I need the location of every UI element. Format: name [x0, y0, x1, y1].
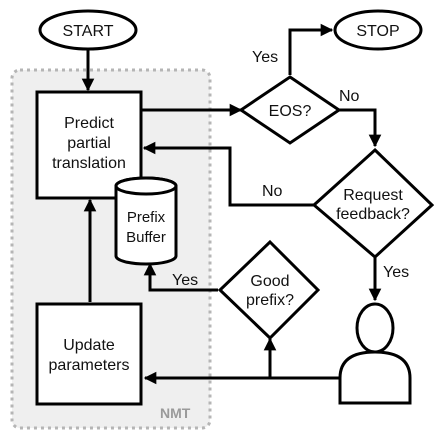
update-box [35, 302, 143, 406]
good-prefix-decision [217, 239, 321, 341]
update-label-line1: Update [63, 337, 115, 354]
good-prefix-yes-label: Yes [172, 272, 198, 289]
update-label-line2: parameters [49, 357, 130, 374]
start-node [38, 9, 138, 51]
eos-no-label: No [339, 88, 360, 105]
request-feedback-decision [311, 147, 434, 259]
eos-decision [238, 75, 342, 145]
start-label: START [63, 23, 114, 40]
predict-label-line2: partial [67, 135, 111, 152]
nmt-label: NMT [160, 405, 191, 421]
good-prefix-label-line1: Good [250, 273, 289, 290]
person-icon [338, 302, 412, 405]
prefix-buffer-node [114, 176, 178, 266]
request-label-line1: Request [343, 187, 403, 204]
buffer-label-line2: Buffer [126, 229, 166, 246]
request-no-label: No [262, 183, 283, 200]
edge-eos-stop [288, 23, 334, 75]
good-prefix-label-line2: prefix? [246, 292, 294, 309]
predict-label-line3: translation [52, 155, 126, 172]
stop-node [333, 9, 423, 51]
edge-goodprefix-buffer [143, 262, 218, 292]
edge-eos-request [339, 108, 382, 148]
stop-label: STOP [356, 23, 399, 40]
eos-yes-label: Yes [252, 49, 278, 66]
buffer-label-line1: Prefix [127, 209, 166, 226]
eos-label: EOS? [269, 103, 312, 120]
request-label-line2: feedback? [336, 206, 410, 223]
predict-label-line1: Predict [64, 115, 114, 132]
request-yes-label: Yes [383, 264, 409, 281]
edge-request-predict [142, 141, 314, 207]
